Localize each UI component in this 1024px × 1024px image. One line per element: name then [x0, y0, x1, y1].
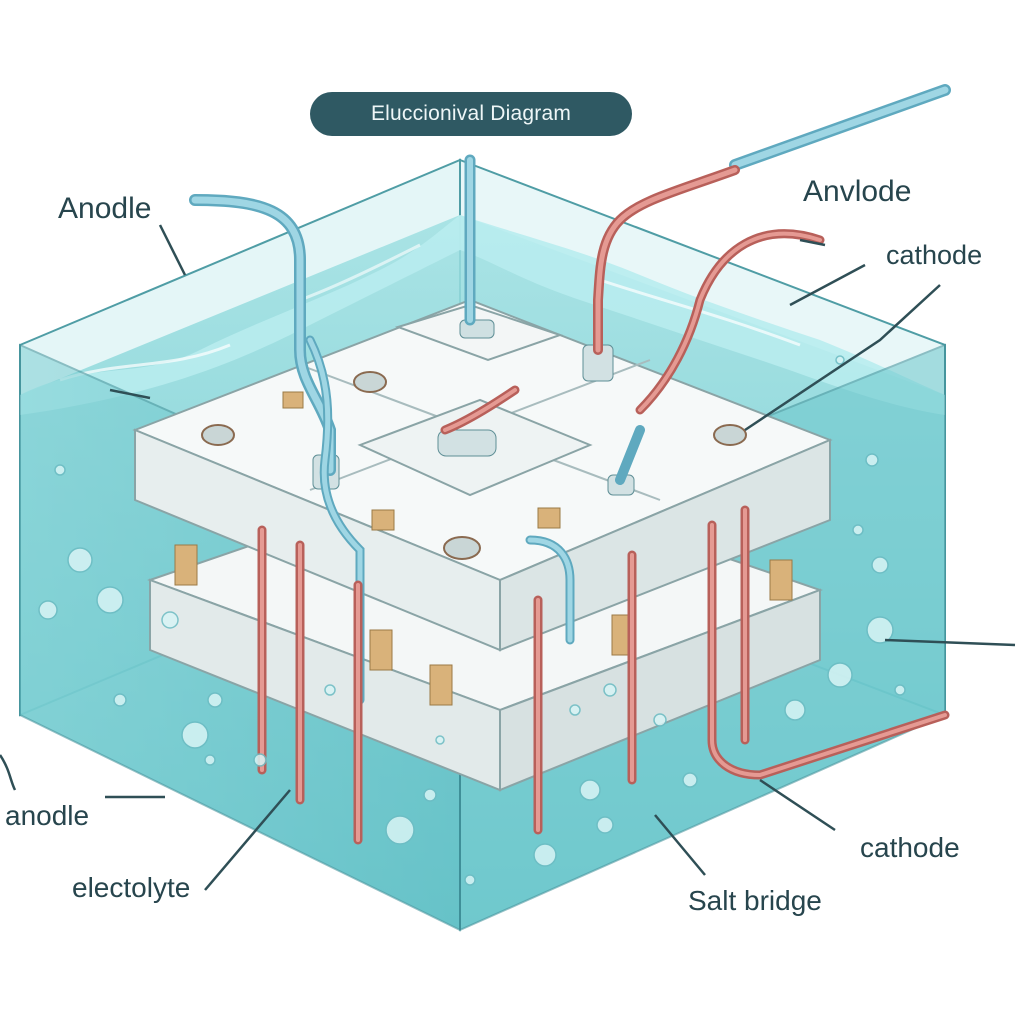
label-cathode-bottom-right: cathode [860, 832, 960, 863]
label-salt-bridge: Salt bridge [688, 885, 822, 916]
leader-lines [0, 224, 1016, 891]
label-anode-bottom-left: anodle [5, 800, 90, 831]
label-electrolyte: electolyte [72, 872, 191, 903]
bubbles [38, 355, 906, 886]
label-anode-top-right: Anvlode [803, 175, 912, 208]
diagram-title: Eluccionival Diagram [310, 92, 632, 136]
wires [189, 84, 951, 845]
label-cathode-top-right: cathode [886, 240, 983, 270]
label-anode-top-left: Anodle [58, 192, 152, 225]
